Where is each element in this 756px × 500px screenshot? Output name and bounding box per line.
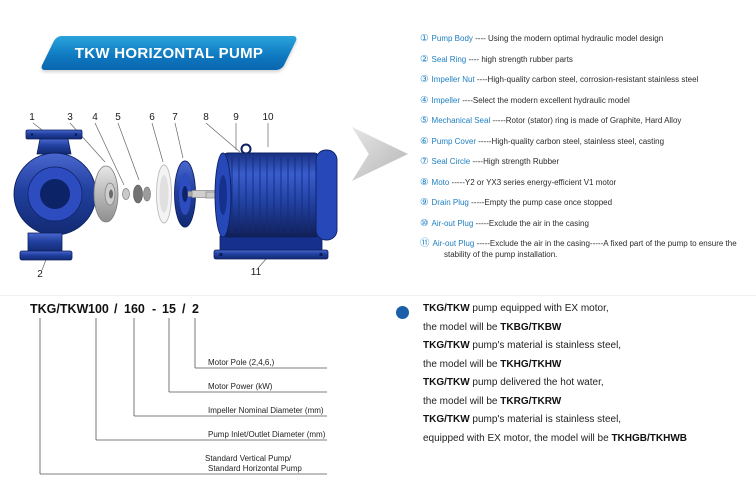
part-number-icon: ⑦ (420, 156, 429, 167)
part-desc: ---- Using the modern optimal hydraulic … (472, 34, 664, 43)
callout-numbers: 1 3 4 5 6 7 8 9 10 2 11 (29, 112, 274, 280)
part-desc: -----Exclude the air in the casing-----A… (444, 239, 737, 259)
page-title: TKW HORIZONTAL PUMP (74, 44, 264, 62)
seal-circle (156, 164, 172, 224)
code-slash2: / (182, 302, 186, 316)
impeller (93, 165, 119, 223)
section-divider (0, 295, 756, 296)
callout-2: 2 (37, 269, 43, 280)
callout-3: 3 (67, 112, 73, 123)
code-slash1: / (114, 302, 118, 316)
part-name: Impeller (431, 95, 460, 105)
code-power: 15 (162, 302, 176, 316)
code-pole: 2 (192, 302, 199, 316)
callout-11: 11 (251, 267, 262, 278)
bullet-icon (396, 306, 409, 319)
code-dash: - (152, 302, 156, 316)
callout-10: 10 (262, 112, 274, 123)
part-number-icon: ⑧ (420, 176, 429, 188)
code-diameter: 160 (124, 302, 145, 316)
note-line: the model will be TKBG/TKBW (423, 321, 562, 333)
part-name: Seal Ring (431, 54, 467, 64)
part-number-icon: ⑪ (420, 238, 430, 249)
part-number-icon: ⑤ (420, 115, 429, 126)
part-name: Mechanical Seal (431, 116, 491, 125)
pump-cover (174, 160, 196, 228)
label-series-line2: Standard Horizontal Pump (208, 464, 302, 473)
label-series-line1: Standard Vertical Pump/ (205, 454, 292, 463)
part-desc: -----Y2 or YX3 series energy-efficient V… (449, 177, 617, 187)
part-number-icon: ② (420, 53, 429, 65)
code-connector-lines (39, 318, 327, 475)
callout-5: 5 (115, 112, 121, 123)
part-desc: ---- high strength rubber parts (466, 54, 573, 64)
part-name: Drain Plug (431, 198, 469, 207)
part-number-icon: ① (420, 33, 429, 44)
part-number-icon: ④ (420, 94, 429, 106)
part-desc: -----Exclude the air in the casing (473, 218, 589, 228)
part-number-icon: ⑨ (420, 197, 429, 208)
part-name: Pump Body (431, 34, 473, 43)
motor (205, 143, 338, 260)
note-line: TKG/TKW pump delivered the hot water, (423, 377, 604, 388)
label-inlet-outlet: Pump Inlet/Outlet Diameter (mm) (208, 430, 326, 439)
part-desc: -----Empty the pump case once stopped (468, 198, 613, 207)
note-line: the model will be TKRG/TKRW (423, 395, 562, 407)
title-banner: TKW HORIZONTAL PUMP (39, 36, 299, 70)
code-inlet: 100 (88, 302, 109, 316)
note-lines: TKG/TKW pump equipped with EX motor, the… (396, 302, 748, 445)
note-line: TKG/TKW pump's material is stainless ste… (423, 340, 622, 351)
motor-fins (231, 157, 310, 233)
note-line: TKG/TKW pump's material is stainless ste… (423, 414, 622, 425)
part-desc: ----High strength Rubber (470, 157, 560, 166)
note-line: the model will be TKHG/TKHW (423, 358, 562, 370)
callout-8: 8 (203, 112, 209, 123)
part-name: Air-out Plug (431, 218, 474, 228)
mechanical-seal (133, 184, 151, 204)
callout-4: 4 (92, 112, 98, 123)
part-name: Impeller Nut (431, 75, 475, 84)
part-desc: -----High-quality carbon steel, stainles… (476, 136, 665, 146)
model-code-diagram: TKG/TKW 100 / 160 - 15 / 2 Motor Pole (2… (30, 302, 327, 475)
callout-7: 7 (172, 112, 178, 123)
label-impeller-diameter: Impeller Nominal Diameter (mm) (208, 406, 324, 415)
label-motor-pole: Motor Pole (2,4,6,) (208, 358, 275, 367)
part-name: Seal Circle (431, 157, 471, 166)
callout-1: 1 (29, 112, 35, 123)
pump-body (13, 129, 97, 261)
callout-9: 9 (233, 112, 239, 123)
impeller-nut (122, 188, 130, 200)
pump-exploded-diagram: 1 3 4 5 6 7 8 9 10 2 11 (13, 112, 338, 280)
part-number-icon: ③ (420, 74, 429, 85)
code-series: TKG/TKW (30, 302, 89, 316)
part-number-icon: ⑥ (420, 135, 429, 147)
model-notes: TKG/TKW pump equipped with EX motor, the… (396, 302, 748, 450)
part-desc: -----Rotor (stator) ring is made of Grap… (490, 116, 682, 125)
label-motor-power: Motor Power (kW) (208, 382, 273, 391)
note-line: equipped with EX motor, the model will b… (423, 432, 687, 444)
part-number-icon: ⑩ (420, 217, 429, 229)
part-desc: ----High-quality carbon steel, corrosion… (474, 75, 699, 84)
part-name: Air-out Plug (432, 239, 475, 248)
part-name: Pump Cover (431, 136, 476, 146)
part-name: Moto (431, 177, 450, 187)
note-line: TKG/TKW pump equipped with EX motor, (423, 303, 609, 314)
part-desc: ----Select the modern excellent hydrauli… (459, 95, 630, 105)
callout-6: 6 (149, 112, 155, 123)
